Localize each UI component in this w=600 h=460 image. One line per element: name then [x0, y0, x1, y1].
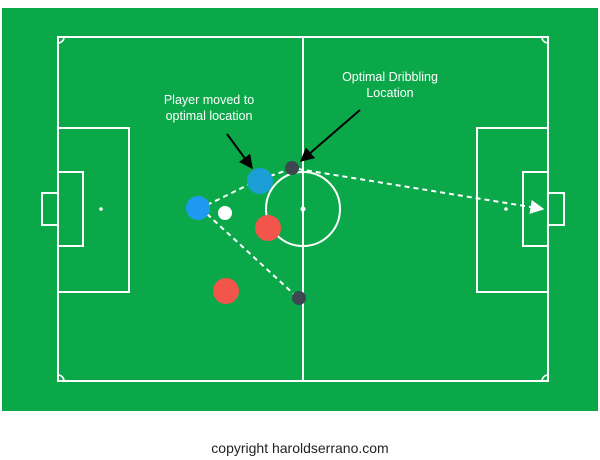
corner-arc-bottom-left [57, 374, 65, 382]
right-penalty-spot [504, 207, 508, 211]
marker-lower [292, 291, 306, 305]
left-goal [41, 192, 59, 226]
pitch-background [2, 8, 598, 411]
corner-arc-top-left [57, 36, 65, 44]
pass-line-to-teal [206, 183, 251, 206]
label-dribbling-line2: Location [366, 86, 413, 100]
label-player-moved-line2: optimal location [166, 109, 253, 123]
center-spot [300, 206, 306, 212]
field-lines [41, 36, 565, 382]
center-circle [265, 171, 341, 247]
annotation-arrow-player-moved [226, 133, 253, 170]
blue-player-ball-carrier [186, 196, 210, 220]
red-player-1 [255, 215, 281, 241]
corner-arc-top-right [541, 36, 549, 44]
right-goal [547, 192, 565, 226]
blue-player-moved [247, 168, 273, 194]
red-player-2 [213, 278, 239, 304]
corner-arc-bottom-right [541, 374, 549, 382]
marker-optimal-dribbling [285, 161, 299, 175]
copyright-text: copyright haroldserrano.com [211, 440, 389, 456]
pass-line-teal-to-marker [269, 169, 289, 177]
label-player-moved-line1: Player moved to [164, 93, 254, 107]
pass-line-to-lower-marker [206, 213, 298, 298]
annotation-arrow-dribbling [299, 109, 361, 162]
ball [218, 206, 232, 220]
pass-lines [206, 168, 545, 298]
label-dribbling-line1: Optimal Dribbling [342, 70, 438, 84]
left-penalty-spot [99, 207, 103, 211]
